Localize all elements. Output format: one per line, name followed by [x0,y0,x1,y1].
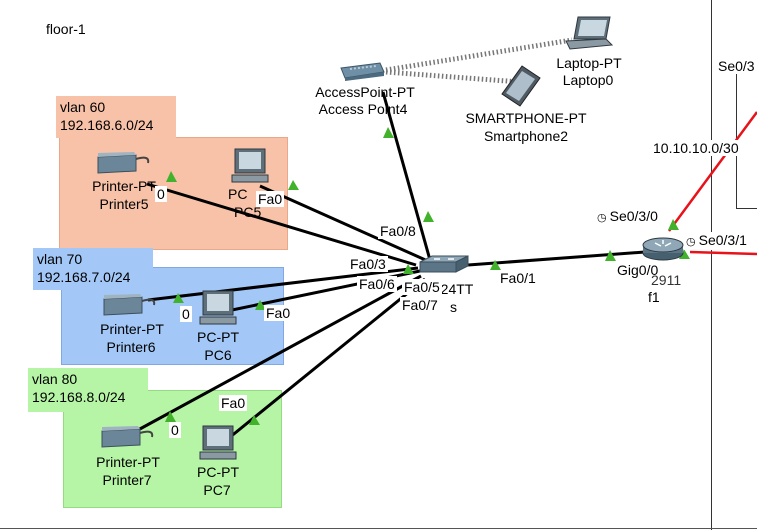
printer-icon [97,152,150,174]
link-se0-3-1 [689,250,757,256]
pc5-device[interactable] [230,148,270,184]
router-port-se0-3-0: ◷Se0/3/0 [595,208,660,226]
printer-icon [101,426,154,448]
clock-icon: ◷ [597,212,607,224]
wan-network-label: 10.10.10.0/30 [651,140,741,156]
laptop-icon [565,16,614,50]
printer5-port-label: 0 [155,186,167,202]
printer7-device[interactable] [100,425,156,451]
smartphone-name: Smartphone2 [483,128,569,144]
clock-icon: ◷ [686,236,696,248]
link-se0-3-0 [667,111,757,232]
pc6-device[interactable] [198,290,238,326]
link-pc7-switch [223,277,426,444]
vlan70-subnet: 192.168.7.0/24 [37,269,131,285]
pc-icon [199,290,237,325]
pc6-name: PC6 [204,347,232,363]
access-point-model: AccessPoint-PT [315,84,415,100]
printer5-device[interactable] [96,151,152,177]
printer-icon [103,294,156,316]
remote-port-se0-3: Se0/3 [716,58,757,74]
pc-icon [231,148,269,183]
building-outline [711,0,712,530]
smartphone-icon [501,65,541,107]
printer5-model: Printer-PT [92,178,156,194]
switch-port-fa0-3: Fa0/3 [348,256,388,272]
printer5-name: Printer5 [99,196,149,212]
vlan60-name: vlan 60 [60,99,106,115]
wireless-links [385,37,573,85]
wan-links [667,111,757,256]
switch-name: s [450,299,457,315]
access-point-icon [340,62,385,81]
switch-port-fa0-6: Fa0/6 [357,276,397,292]
pc-icon [199,425,237,460]
link-printer7-switch [137,274,422,432]
printer6-device[interactable] [102,293,158,319]
laptop-device[interactable] [562,15,614,51]
pc6-model: PC-PT [197,329,239,345]
floor-label: floor-1 [46,21,86,37]
router-icon [642,237,684,261]
access-point-device[interactable] [338,60,386,82]
printer6-name: Printer6 [106,339,156,355]
printer7-name: Printer7 [102,472,152,488]
switch-port-fa0-1: Fa0/1 [498,270,538,286]
link-switch-router [467,250,646,267]
smartphone-device[interactable] [500,64,542,108]
pc5-port-label: Fa0 [256,191,285,207]
laptop-model: Laptop-PT [556,55,622,71]
switch-port-fa0-8: Fa0/8 [378,223,418,239]
printer7-model: Printer-PT [96,454,160,470]
pc7-port-label: Fa0 [219,395,248,411]
router-device[interactable] [640,236,686,262]
vlan70-name: vlan 70 [37,251,83,267]
laptop-name: Laptop0 [562,72,614,88]
vlan60-subnet: 192.168.6.0/24 [60,117,154,133]
router-port-se0-3-1: ◷Se0/3/1 [684,232,749,250]
switch-device[interactable] [418,254,470,274]
building-bottom-edge [0,528,757,529]
port-status-markers [165,127,690,425]
link-printer5-switch [146,182,417,267]
router-name: f1 [648,289,660,305]
smartphone-model: SMARTPHONE-PT [465,110,587,126]
access-point-name: Access Point4 [318,101,408,117]
vlan80-label[interactable]: vlan 80 192.168.8.0/24 [28,368,148,412]
inner-room-outline [736,60,757,209]
pc7-device[interactable] [198,425,238,461]
pc5-name: PC5 [234,204,262,220]
vlan80-subnet: 192.168.8.0/24 [32,389,126,405]
printer7-port-label: 0 [169,422,181,438]
link-pc5-switch [259,184,431,264]
router-port-gig0-0: Gig0/0 [615,262,661,278]
switch-port-fa0-7: Fa0/7 [400,297,440,313]
wired-links [137,91,646,444]
pc6-port-label: Fa0 [264,305,293,321]
pc7-name: PC7 [203,482,231,498]
pc5-model: PC [228,186,248,202]
switch-icon [419,255,469,273]
vlan60-label[interactable]: vlan 60 192.168.6.0/24 [56,96,176,138]
vlan70-zone[interactable] [61,267,284,365]
switch-port-fa0-5: Fa0/5 [402,279,442,295]
vlan70-label[interactable]: vlan 70 192.168.7.0/24 [33,248,153,290]
printer6-port-label: 0 [180,306,192,322]
printer6-model: Printer-PT [100,321,164,337]
vlan80-name: vlan 80 [32,371,78,387]
switch-model: -24TT [436,281,474,297]
link-ap-switch [381,91,432,261]
router-model: 2911 [651,272,682,288]
link-printer6-switch [147,266,419,302]
pc7-model: PC-PT [197,464,239,480]
